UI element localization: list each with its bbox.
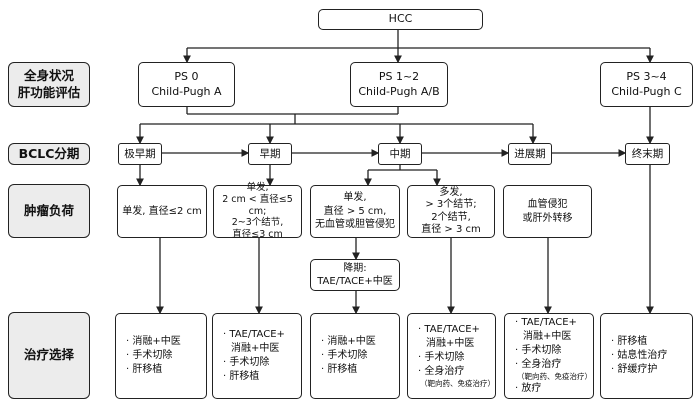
treatment-item: 手术切除 [321,349,376,363]
treatment-box-6: 肝移植姑息性治疗舒缓疗护 [600,313,693,399]
treatment-item: 肝移植 [321,363,376,377]
treatment-item: TAE/TACE+ [418,323,495,337]
treatment-item: （靶向药、免疫治疗） [420,378,495,388]
row-label-tumor: 肿瘤负荷 [8,184,90,238]
treatment-item: 消融+中医 [523,330,572,342]
treatment-item: TAE/TACE+ [223,328,285,342]
tumor-box-1: 单发, 直径≤2 cm [117,185,207,238]
ps-0-box: PS 0 Child-Pugh A [138,62,235,107]
treatment-item: 姑息性治疗 [611,349,667,363]
treatment-item: 手术切除 [223,356,285,370]
treatment-item: 消融+中医 [231,343,280,354]
treatment-item: 消融+中医 [126,335,180,349]
treatment-item: 消融+中医 [321,335,375,349]
treatment-box-3: 消融+中医手术切除肝移植 [310,313,400,399]
row-label-status: 全身状况 肝功能评估 [8,62,90,107]
treatment-box-1: 消融+中医手术切除肝移植 [115,313,207,399]
tumor-box-5: 血管侵犯 或肝外转移 [503,185,592,238]
ps-3-4-box: PS 3~4 Child-Pugh C [600,62,693,107]
treatment-item: 手术切除 [515,344,592,358]
treatment-box-4: TAE/TACE+消融+中医手术切除全身治疗（靶向药、免疫治疗） [407,313,496,399]
treatment-item: 全身治疗 [418,365,495,379]
stage-advanced: 进展期 [508,143,552,165]
stage-very-early: 极早期 [118,143,162,165]
row-label-bclc: BCLC分期 [8,143,90,165]
treatment-item: TAE/TACE+ [515,316,592,330]
treatment-item: 全身治疗 [515,358,592,372]
treatment-item: 手术切除 [418,351,495,365]
treatment-item: 放疗 [515,382,592,396]
treatment-item: 肝移植 [611,335,667,349]
treatment-box-2: TAE/TACE+消融+中医手术切除肝移植 [212,313,302,399]
treatment-item: 手术切除 [126,349,181,363]
tumor-box-3: 单发, 直径 > 5 cm, 无血管或胆管侵犯 [310,185,400,238]
hcc-root-box: HCC [318,9,483,30]
stage-early: 早期 [248,143,292,165]
tumor-box-4: 多发, > 3个结节; 2个结节, 直径 > 3 cm [407,185,495,238]
treatment-box-5: TAE/TACE+消融+中医手术切除全身治疗（靶向药、免疫治疗）放疗 [504,313,594,399]
tumor-box-2: 单发, 2 cm < 直径≤5 cm; 2~3个结节, 直径≤3 cm [213,182,302,240]
treatment-item: 肝移植 [126,363,181,377]
row-label-treatment: 治疗选择 [8,312,90,399]
treatment-item: 肝移植 [223,370,285,384]
ps-1-2-box: PS 1~2 Child-Pugh A/B [350,62,448,107]
treatment-item: 舒缓疗护 [611,363,667,377]
treatment-item: 消融+中医 [426,337,475,349]
treatment-item: （靶向药、免疫治疗） [517,371,592,381]
downstage-box: 降期: TAE/TACE+中医 [310,259,400,291]
stage-intermediate: 中期 [378,143,422,165]
stage-terminal: 终末期 [625,143,670,165]
